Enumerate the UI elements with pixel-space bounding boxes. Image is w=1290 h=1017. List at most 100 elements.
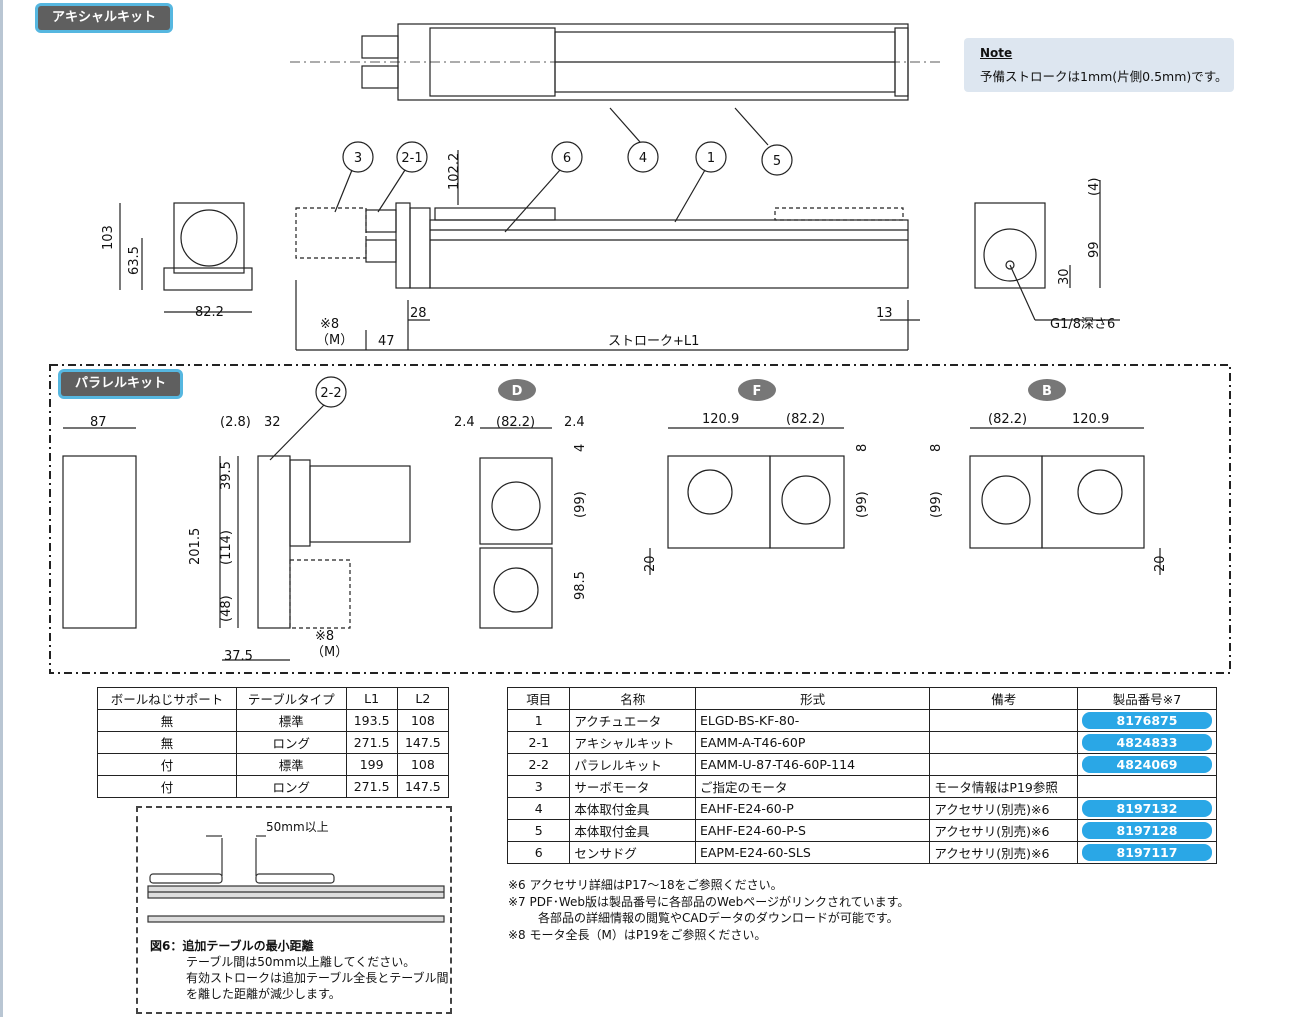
product-link[interactable]: 8176875	[1082, 712, 1212, 729]
t1-cell: 標準	[235, 753, 347, 776]
fig6-line3: を離した距離が減少します。	[186, 987, 341, 1001]
dim-note-8: ※8	[320, 317, 339, 332]
t2-cell: 8197117	[1077, 841, 1217, 864]
t1-cell: 147.5	[396, 775, 450, 798]
t2-cell	[929, 731, 1078, 754]
t1-cell: 標準	[235, 709, 347, 732]
footnote-7-cont: 各部品の詳細情報の閲覧やCADデータのダウンロードが可能です。	[538, 911, 899, 925]
dim-82-2-b: (82.2)	[988, 412, 1027, 427]
balloons	[269, 141, 793, 461]
dim-2-8: (2.8)	[220, 415, 251, 430]
t2-header: 名称	[569, 687, 696, 710]
dim-39-5: 39.5	[219, 461, 234, 490]
figure-6-drawing	[147, 835, 445, 923]
t1-cell: 無	[97, 709, 237, 732]
t1-header: ボールねじサポート	[97, 687, 237, 710]
dim-99-f: (99)	[855, 491, 870, 518]
fig6-line1: テーブル間は50mm以上離してください。	[186, 955, 416, 969]
parallel-views	[62, 427, 1161, 661]
t2-header: 製品番号※7	[1077, 687, 1217, 710]
dim-13: 13	[876, 306, 893, 321]
t2-cell: 本体取付金具	[569, 819, 696, 842]
dim-m: （M）	[316, 333, 353, 348]
view-f-label: F	[753, 384, 762, 399]
t2-cell: EAMM-A-T46-60P	[694, 731, 931, 754]
parallel-kit-frame	[49, 364, 1231, 674]
t2-cell: パラレルキット	[569, 753, 696, 776]
view-b-label: B	[1042, 384, 1052, 399]
footnote-8: ※8 モータ全長（M）はP19をご参照ください。	[508, 928, 767, 942]
note-title: Note	[980, 46, 1013, 60]
t2-cell: 4	[506, 797, 571, 820]
dim-99: 99	[1087, 241, 1102, 258]
dim-32: 32	[264, 415, 281, 430]
t2-cell: 6	[506, 841, 571, 864]
t1-cell: 271.5	[345, 775, 398, 798]
dim-102-2: 102.2	[447, 153, 462, 190]
fig6-title: 図6：追加テーブルの最小距離	[150, 939, 314, 953]
left-border	[0, 0, 3, 1017]
t2-cell: サーボモータ	[569, 775, 696, 798]
t2-cell: EAHF-E24-60-P	[694, 797, 931, 820]
dim-82-2: 82.2	[195, 305, 224, 320]
t2-cell: アキシャルキット	[569, 731, 696, 754]
t2-cell: アクセサリ(別売)※6	[929, 841, 1078, 864]
figure-6-box: 50mm以上 図6：追加テーブルの最小距離 テーブル間は50mm以上離してくださ…	[136, 806, 452, 1014]
t2-cell: ELGD-BS-KF-80-	[694, 709, 931, 732]
t1-header: L2	[396, 687, 450, 710]
dim-47: 47	[378, 334, 395, 349]
t1-cell: 199	[345, 753, 398, 776]
balloon-3: 3	[354, 151, 362, 166]
dim-30: 30	[1057, 268, 1072, 285]
t2-cell: EAMM-U-87-T46-60P-114	[694, 753, 931, 776]
dim-120-9-b: 120.9	[1072, 412, 1109, 427]
t2-header: 項目	[506, 687, 571, 710]
t2-cell	[929, 753, 1078, 776]
t2-cell: EAHF-E24-60-P-S	[694, 819, 931, 842]
t1-cell: 108	[396, 709, 450, 732]
t1-header: テーブルタイプ	[235, 687, 347, 710]
dim-114: (114)	[219, 530, 234, 565]
t2-cell: センサドグ	[569, 841, 696, 864]
dim-48: (48)	[219, 595, 234, 622]
product-link[interactable]: 4824069	[1082, 756, 1212, 773]
t1-cell: 付	[97, 775, 237, 798]
product-link[interactable]: 8197128	[1082, 822, 1212, 839]
view-badges	[498, 379, 1066, 401]
balloon-4: 4	[639, 151, 647, 166]
footnote-6: ※6 アクセサリ詳細はP17～18をご参照ください。	[508, 878, 783, 892]
dim-m-b: （M）	[311, 645, 348, 660]
view-d-label: D	[512, 384, 523, 399]
t2-header: 備考	[929, 687, 1078, 710]
product-link[interactable]: 8197132	[1082, 800, 1212, 817]
top-plan-view	[290, 23, 940, 146]
dim-2-4-right: 2.4	[564, 415, 585, 430]
dim-stroke-l1: ストローク+L1	[608, 334, 699, 349]
axial-kit-tag: アキシャルキット	[38, 6, 171, 30]
t2-cell	[1077, 775, 1217, 798]
fig6-dim: 50mm以上	[266, 820, 329, 834]
main-side-view	[295, 150, 920, 351]
t2-cell: 5	[506, 819, 571, 842]
dim-82-2-d: (82.2)	[496, 415, 535, 430]
parallel-kit-tag: パラレルキット	[61, 372, 181, 396]
t2-cell: アクチュエータ	[569, 709, 696, 732]
t1-cell: 193.5	[345, 709, 398, 732]
t1-header: L1	[345, 687, 398, 710]
t1-cell: 147.5	[396, 731, 450, 754]
fig6-line2: 有効ストロークは追加テーブル全長とテーブル間	[186, 971, 449, 985]
product-link[interactable]: 8197117	[1082, 844, 1212, 861]
t2-cell: 3	[506, 775, 571, 798]
fig6-caption: 図6：追加テーブルの最小距離 テーブル間は50mm以上離してください。 有効スト…	[150, 938, 449, 1002]
dim-4-d: 4	[573, 444, 588, 452]
product-link[interactable]: 4824833	[1082, 734, 1212, 751]
footnote-7: ※7 PDF･Web版は製品番号に各部品のWebページがリンクされています。	[508, 895, 910, 909]
